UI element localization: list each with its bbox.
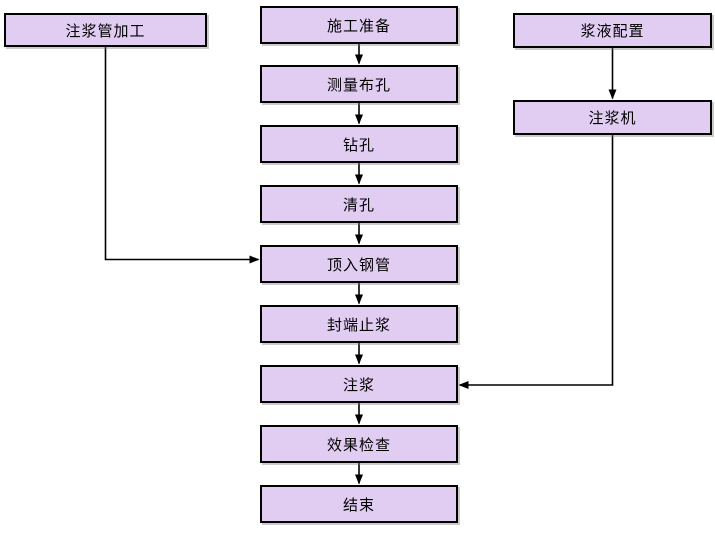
- node-effect-inspection: 效果检查: [260, 425, 458, 463]
- node-hole-cleaning: 清孔: [260, 185, 458, 223]
- node-end: 结束: [260, 485, 458, 523]
- connector-pipe-to-jacking: [104, 47, 260, 264]
- node-seal-end-stop-grout: 封端止浆: [260, 305, 458, 343]
- node-grouting-machine: 注浆机: [513, 100, 712, 135]
- node-slurry-preparation: 浆液配置: [513, 13, 712, 48]
- node-drilling: 钻孔: [260, 125, 458, 163]
- node-construction-preparation: 施工准备: [260, 6, 458, 44]
- connector-machine-to-grouting: [458, 135, 614, 389]
- node-grouting-pipe-fabrication: 注浆管加工: [4, 13, 207, 47]
- node-grouting: 注浆: [260, 365, 458, 403]
- node-jack-in-steel-pipe: 顶入钢管: [260, 245, 458, 283]
- node-survey-and-hole-layout: 测量布孔: [260, 65, 458, 103]
